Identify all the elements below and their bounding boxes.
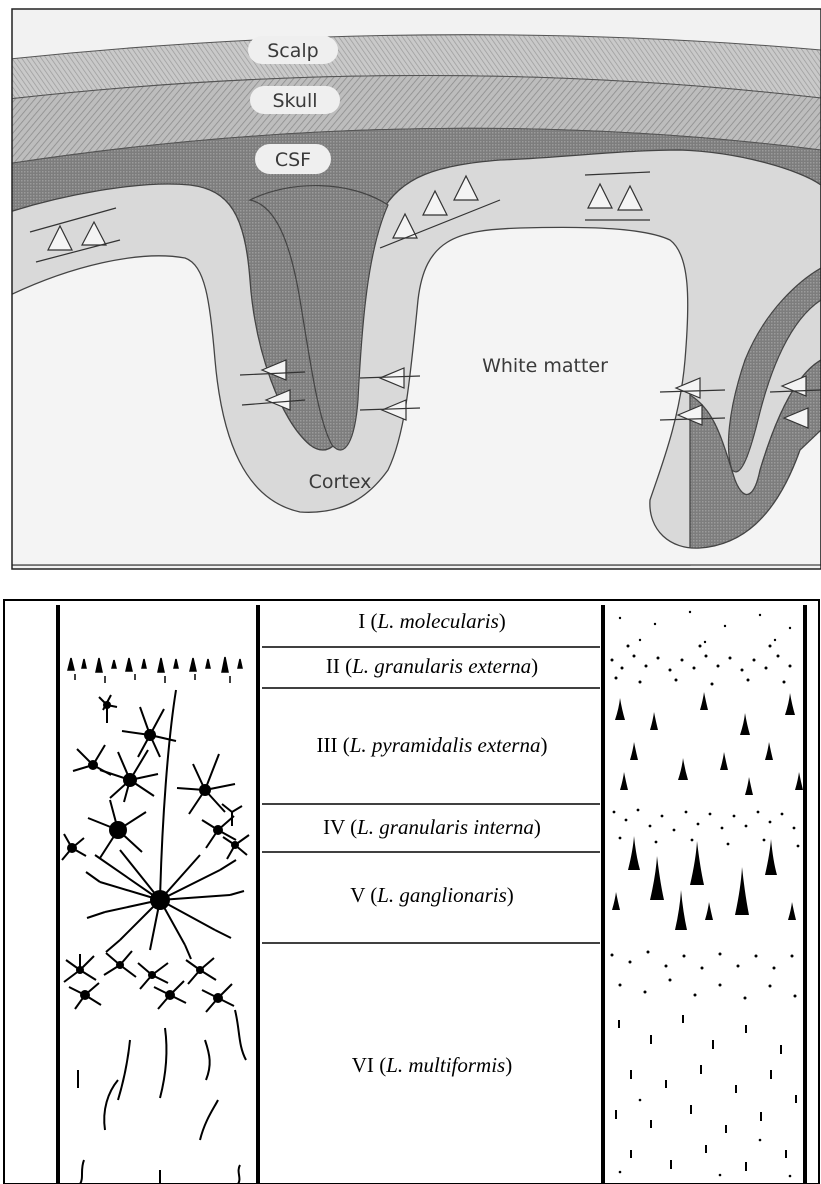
skull-label: Skull [250, 86, 340, 114]
scalp-label: Scalp [248, 36, 338, 64]
layer-label-3: III (L. pyramidalis externa) [317, 733, 548, 757]
svg-text:CSF: CSF [275, 149, 311, 171]
layer-label-2: II (L. granularis externa) [326, 654, 538, 678]
csf-label: CSF [255, 144, 331, 174]
cross-section-figure: Scalp Skull CSF White matter Cortex [0, 9, 821, 569]
layer-label-6: VI (L. multiformis) [352, 1053, 512, 1077]
layer-label-1: I (L. molecularis) [358, 609, 506, 633]
cortex-label: Cortex [309, 471, 372, 493]
white-matter-label: White matter [482, 355, 608, 377]
golgi-large-cell-body [150, 890, 170, 910]
layer-label-4: IV (L. granularis interna) [323, 815, 541, 839]
layer-label-5: V (L. ganglionaris) [350, 883, 514, 907]
cortical-layers-figure: I (L. molecularis) II (L. granularis ext… [4, 600, 819, 1184]
svg-text:Skull: Skull [272, 90, 317, 112]
svg-text:Scalp: Scalp [267, 40, 319, 62]
